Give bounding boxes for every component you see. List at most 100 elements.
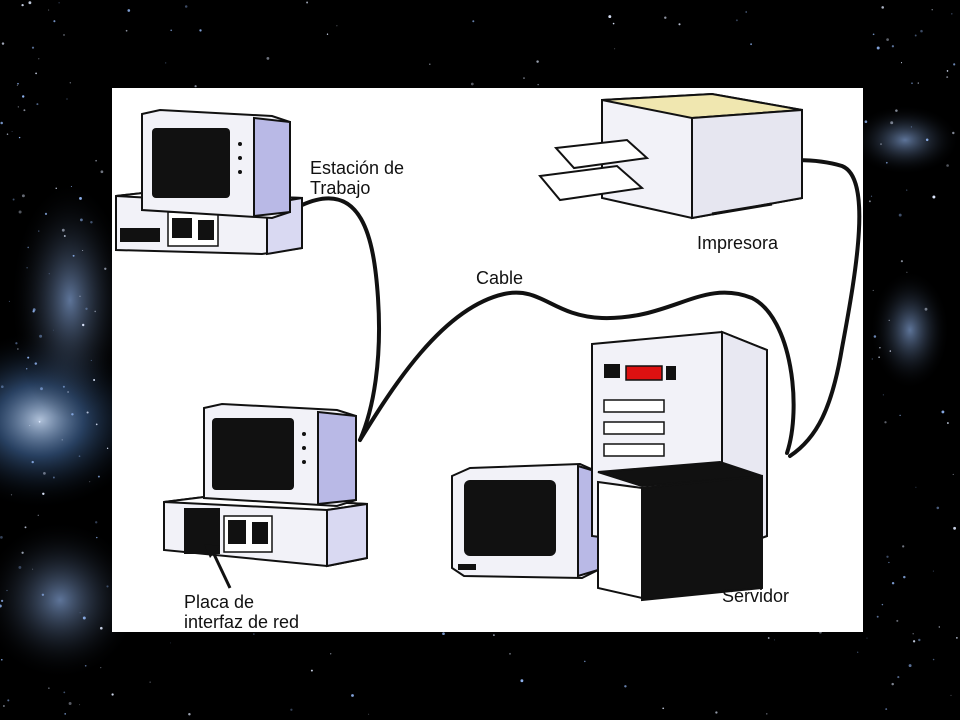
star [10,494,13,496]
star [900,62,903,64]
star [750,43,752,46]
star [914,34,917,37]
star [34,362,38,365]
star [0,599,4,603]
star [40,387,43,391]
star [911,82,913,85]
star [22,95,25,98]
star [6,589,8,592]
star [889,350,892,352]
star [89,481,91,483]
star [97,475,100,478]
star [93,379,96,381]
star [184,5,188,8]
star [952,131,955,135]
star [71,413,74,416]
star [888,319,890,321]
star [906,189,908,191]
star [898,213,902,217]
star [773,639,775,641]
star [125,29,128,32]
server-monitor[interactable] [451,462,599,580]
client-computer[interactable] [163,402,368,589]
star [884,421,887,424]
star [891,682,894,686]
star [767,637,770,639]
star [953,63,956,66]
star [63,235,66,237]
star [735,19,738,22]
star [608,15,612,19]
star [266,56,270,60]
star [936,506,940,510]
star [79,196,82,200]
star [509,652,511,655]
workstation-computer[interactable] [115,108,303,256]
star [932,570,934,572]
star [0,536,3,539]
star [895,109,898,112]
star [882,394,884,396]
star [79,295,81,297]
star [42,492,45,496]
star [896,619,899,622]
star [624,685,627,688]
star [82,616,86,620]
star [888,561,890,564]
star [86,411,89,414]
star [6,133,9,135]
laser-printer[interactable] [538,92,803,220]
star [912,640,916,643]
star [64,713,67,715]
star [90,221,93,224]
star [900,260,903,263]
star [1,42,5,45]
star [868,200,871,203]
star [584,660,586,663]
star [99,626,103,630]
workstation-label-line2: Trabajo [310,178,371,198]
star [31,460,34,464]
star [28,1,32,5]
star [24,526,27,529]
star [664,16,667,19]
star [94,310,97,313]
star [35,72,37,75]
star [44,212,48,215]
star [924,307,928,311]
star [879,346,881,349]
star [310,669,313,672]
star [885,161,888,164]
star [69,82,71,84]
star [956,637,958,639]
star [878,356,880,358]
star [79,704,81,706]
star [80,218,83,222]
printer-label: Impresora [697,233,779,253]
star [0,121,3,125]
star [906,271,908,273]
star [870,195,873,197]
star [8,300,10,302]
star [100,666,102,669]
star [920,29,923,33]
star [931,9,933,11]
star [53,329,54,331]
star [16,84,19,87]
star [72,254,75,257]
star [890,121,894,125]
star [678,23,681,26]
workstation-label-line1: Estación de [310,158,405,178]
star [194,85,197,88]
star [26,267,28,269]
star [881,603,884,606]
star [41,593,45,597]
server-label: Servidor [722,586,790,606]
star [84,664,87,667]
star [26,368,28,370]
server-tower[interactable] [591,330,768,602]
star [946,70,949,72]
star [745,11,748,13]
star [32,568,34,570]
star [48,687,50,689]
